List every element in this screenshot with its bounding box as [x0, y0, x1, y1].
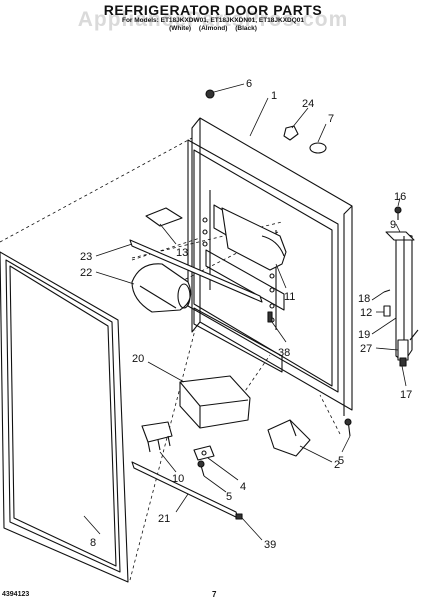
callout-24: 24 — [302, 98, 314, 110]
plug-6 — [205, 89, 215, 99]
upper-shelf-11 — [221, 207, 287, 271]
callout-23: 23 — [80, 251, 92, 263]
handle-screw-16 — [394, 206, 402, 220]
page-title: REFRIGERATOR DOOR PARTS — [103, 2, 323, 18]
callout-39: 39 — [264, 539, 276, 551]
callout-21: 21 — [158, 513, 170, 525]
clip-24 — [283, 125, 299, 141]
hinge-washer-4 — [193, 445, 215, 461]
callout-20: 20 — [132, 353, 144, 365]
callout-labels: 1 6 24 7 16 9 13 23 22 11 18 12 19 27 17… — [80, 78, 412, 551]
callout-22: 22 — [80, 267, 92, 279]
callout-18: 18 — [358, 293, 370, 305]
leader-lines — [83, 83, 407, 541]
dairy-bin-22 — [131, 263, 192, 313]
screw-5a — [197, 460, 205, 477]
pin-38 — [267, 311, 273, 323]
door-handle — [385, 231, 419, 367]
callout-19: 19 — [358, 329, 370, 341]
callout-9: 9 — [390, 219, 396, 231]
watermark: AppliancePartsPros.com — [77, 8, 349, 31]
callout-2: 2 — [334, 459, 340, 471]
color-list: (White) (Almond) (Black) — [169, 25, 257, 32]
callout-16: 16 — [394, 191, 406, 203]
end-cap-39 — [235, 513, 243, 520]
door-bin-20 — [179, 375, 251, 429]
model-list: For Models: ET18JKXDW01, ET18JKXDN01, ET… — [121, 17, 305, 24]
callout-17: 17 — [400, 389, 412, 401]
callout-27: 27 — [360, 343, 372, 355]
callout-5-right: 5 — [338, 455, 344, 467]
callout-13: 13 — [176, 247, 188, 259]
page-number: 7 — [212, 590, 217, 599]
pad-13 — [145, 207, 183, 227]
screw-5b — [344, 418, 352, 437]
cap-7 — [309, 142, 327, 154]
callout-11: 11 — [284, 291, 295, 303]
handle-clip-12 — [383, 305, 391, 317]
callout-5-lower: 5 — [226, 491, 232, 503]
door-gasket — [0, 251, 129, 583]
bracket-10 — [141, 421, 173, 453]
callout-1: 1 — [271, 90, 277, 102]
callout-8: 8 — [90, 537, 96, 549]
callout-12: 12 — [360, 307, 372, 319]
callout-4: 4 — [240, 481, 246, 493]
handle-pin-18 — [383, 289, 391, 293]
callout-38: 38 — [278, 347, 290, 359]
callout-10: 10 — [172, 473, 184, 485]
callout-7: 7 — [328, 113, 334, 125]
hinge-cover-2 — [267, 419, 311, 457]
document-code: 4394123 — [2, 591, 30, 598]
callout-6: 6 — [246, 78, 252, 90]
